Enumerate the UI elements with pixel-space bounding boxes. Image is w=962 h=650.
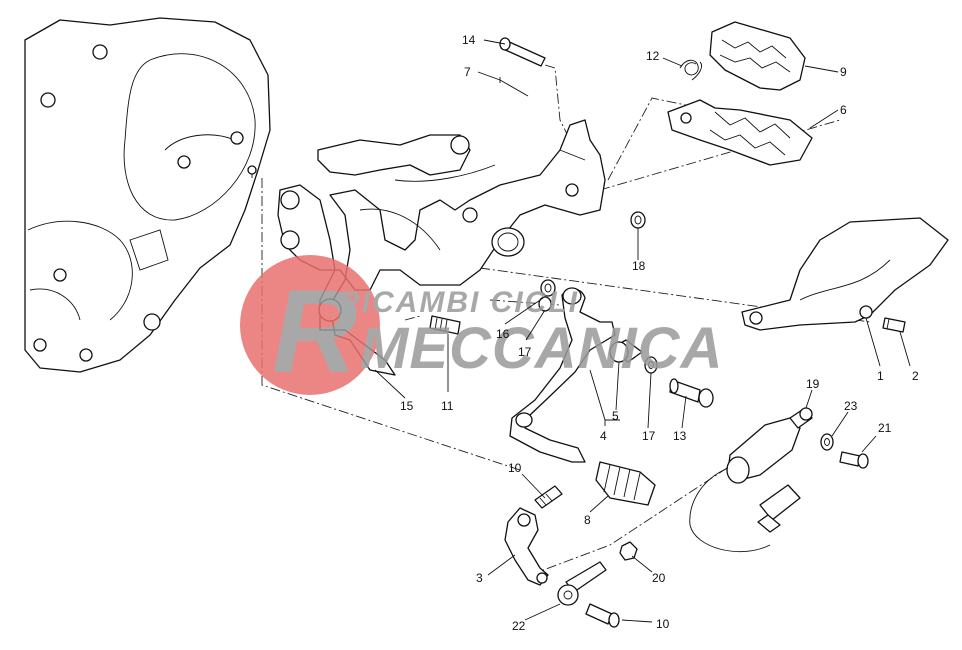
- callout-16: 16: [496, 327, 510, 341]
- callout-5: 5: [612, 409, 619, 423]
- watermark-logo: R RICAMBI CICLI MECCANICA: [240, 255, 723, 398]
- footpeg: [667, 99, 813, 166]
- watermark-line2: MECCANICA: [360, 316, 723, 381]
- callout-23: 23: [844, 399, 858, 413]
- pivot-bolt-13: [669, 378, 714, 408]
- callout-12: 12: [646, 49, 660, 63]
- washer-23: [820, 433, 834, 451]
- bolt-10-top: [534, 485, 563, 509]
- watermark-letter: R: [272, 266, 357, 398]
- pin-and-clip: [499, 37, 546, 97]
- callout-9: 9: [840, 65, 847, 79]
- callout-18: 18: [632, 259, 646, 273]
- gear-lever: [509, 287, 616, 463]
- callout-21: 21: [878, 421, 892, 435]
- part-numbers: 14 7 12 9 6 18 1 2 15 11 16 17 5 4 17 13…: [400, 33, 919, 633]
- callout-10-bottom: 10: [656, 617, 670, 631]
- screw-2: [882, 317, 906, 333]
- shift-sensor: [689, 407, 813, 553]
- callout-14: 14: [462, 33, 476, 47]
- callout-6: 6: [840, 103, 847, 117]
- callout-13: 13: [673, 429, 687, 443]
- callout-3: 3: [476, 571, 483, 585]
- footpeg-rubber: [709, 21, 806, 91]
- callout-22: 22: [512, 619, 526, 633]
- shift-rubber-8: [595, 461, 656, 506]
- callout-2: 2: [912, 369, 919, 383]
- callout-4: 4: [600, 429, 607, 443]
- linkage-arm: [504, 507, 549, 586]
- bushing-5: [609, 339, 643, 363]
- nut-20: [619, 541, 638, 561]
- heel-guard: [741, 217, 949, 331]
- callout-8: 8: [584, 513, 591, 527]
- callout-7: 7: [464, 65, 471, 79]
- spring: [679, 59, 703, 81]
- callout-15: 15: [400, 399, 414, 413]
- rod-end-22: [557, 561, 607, 606]
- bolt-21: [839, 451, 869, 469]
- leader-lines: [374, 39, 911, 623]
- bolt-11: [429, 315, 461, 335]
- callout-10-top: 10: [508, 461, 522, 475]
- callout-1: 1: [877, 369, 884, 383]
- washer-18: [630, 211, 646, 229]
- callout-20: 20: [652, 571, 666, 585]
- bolt-10-bottom: [585, 603, 620, 628]
- callout-19: 19: [806, 377, 820, 391]
- callout-11: 11: [441, 399, 454, 413]
- engine-case: [24, 17, 271, 373]
- callout-17-right: 17: [642, 429, 656, 443]
- callout-17-left: 17: [518, 345, 532, 359]
